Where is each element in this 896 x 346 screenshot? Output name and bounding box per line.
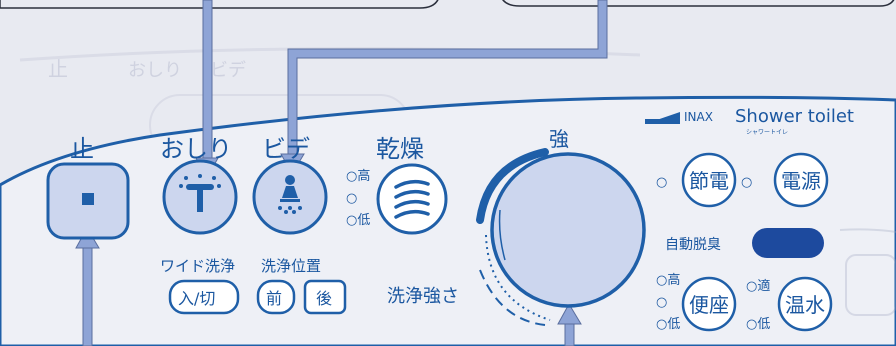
seat-level-high: ○高 bbox=[656, 272, 680, 288]
front-button[interactable]: 前 bbox=[256, 279, 296, 315]
dial-range-dashed bbox=[485, 234, 551, 321]
stop-icon bbox=[82, 193, 94, 205]
dial-inner-shadow bbox=[498, 209, 506, 261]
seat-button[interactable]: 便座 bbox=[681, 276, 737, 332]
maker-name: INAX bbox=[684, 110, 713, 124]
on-off-label: 入/切 bbox=[178, 289, 215, 308]
air-wave-icon bbox=[394, 179, 430, 219]
seat-level-mid: ○ bbox=[656, 295, 667, 310]
eco-indicator: ○ bbox=[656, 175, 667, 190]
front-label: 前 bbox=[266, 289, 282, 308]
dry-level-low: ○低 bbox=[346, 213, 370, 228]
dry-button[interactable] bbox=[376, 163, 448, 235]
seat-level-low: ○低 bbox=[656, 317, 680, 332]
deodorize-label: 自動脱臭 bbox=[665, 237, 721, 253]
wide-wash-label: ワイド洗浄 bbox=[160, 257, 235, 275]
wash-strength-dial[interactable] bbox=[490, 152, 646, 308]
on-off-button[interactable]: 入/切 bbox=[168, 279, 240, 315]
faded-label-oshiri: おしり bbox=[128, 60, 182, 81]
power-indicator: ○ bbox=[741, 175, 752, 190]
dial-range-solid bbox=[479, 269, 546, 326]
faded-label-bidet: ビデ bbox=[210, 60, 246, 81]
dial-strength-arc bbox=[476, 148, 549, 224]
dry-label: 乾燥 bbox=[376, 135, 424, 163]
water-label: 温水 bbox=[785, 293, 825, 317]
stop-button[interactable] bbox=[46, 162, 130, 240]
eco-label: 節電 bbox=[689, 169, 729, 193]
water-level-mid: ○適 bbox=[746, 278, 770, 294]
oshiri-button[interactable] bbox=[162, 159, 238, 235]
callout-box-right bbox=[502, 0, 895, 7]
dry-level-mid: ○ bbox=[346, 191, 357, 206]
wash-strength-label: 洗浄強さ bbox=[387, 286, 459, 307]
bidet-button[interactable] bbox=[252, 159, 328, 235]
water-level-low: ○低 bbox=[746, 317, 770, 332]
callout-box-left bbox=[0, 0, 439, 9]
bidet-label: ビデ bbox=[262, 135, 310, 163]
dry-level-high: ○高 bbox=[346, 168, 370, 184]
back-button[interactable]: 後 bbox=[303, 279, 347, 315]
stop-label: 止 bbox=[70, 135, 94, 163]
brand-logo: INAX Shower toilet シャワートイレ bbox=[645, 106, 854, 136]
faded-label-stop: 止 bbox=[48, 57, 68, 81]
product-name: Shower toilet bbox=[735, 106, 854, 127]
back-label: 後 bbox=[316, 289, 332, 308]
oshiri-label: おしり bbox=[160, 135, 232, 163]
power-label: 電源 bbox=[781, 169, 821, 193]
spray-icon bbox=[179, 174, 221, 212]
right-faded-panel bbox=[839, 228, 896, 316]
wash-position-label: 洗浄位置 bbox=[261, 257, 321, 275]
product-katakana: シャワートイレ bbox=[746, 129, 788, 136]
water-temp-button[interactable]: 温水 bbox=[777, 276, 833, 332]
bidet-person-icon bbox=[278, 175, 302, 214]
deodorize-led bbox=[752, 228, 824, 258]
strong-label: 強 bbox=[549, 127, 569, 151]
power-button[interactable]: 電源 bbox=[773, 152, 829, 208]
seat-label: 便座 bbox=[689, 293, 729, 317]
eco-button[interactable]: 節電 bbox=[681, 152, 737, 208]
